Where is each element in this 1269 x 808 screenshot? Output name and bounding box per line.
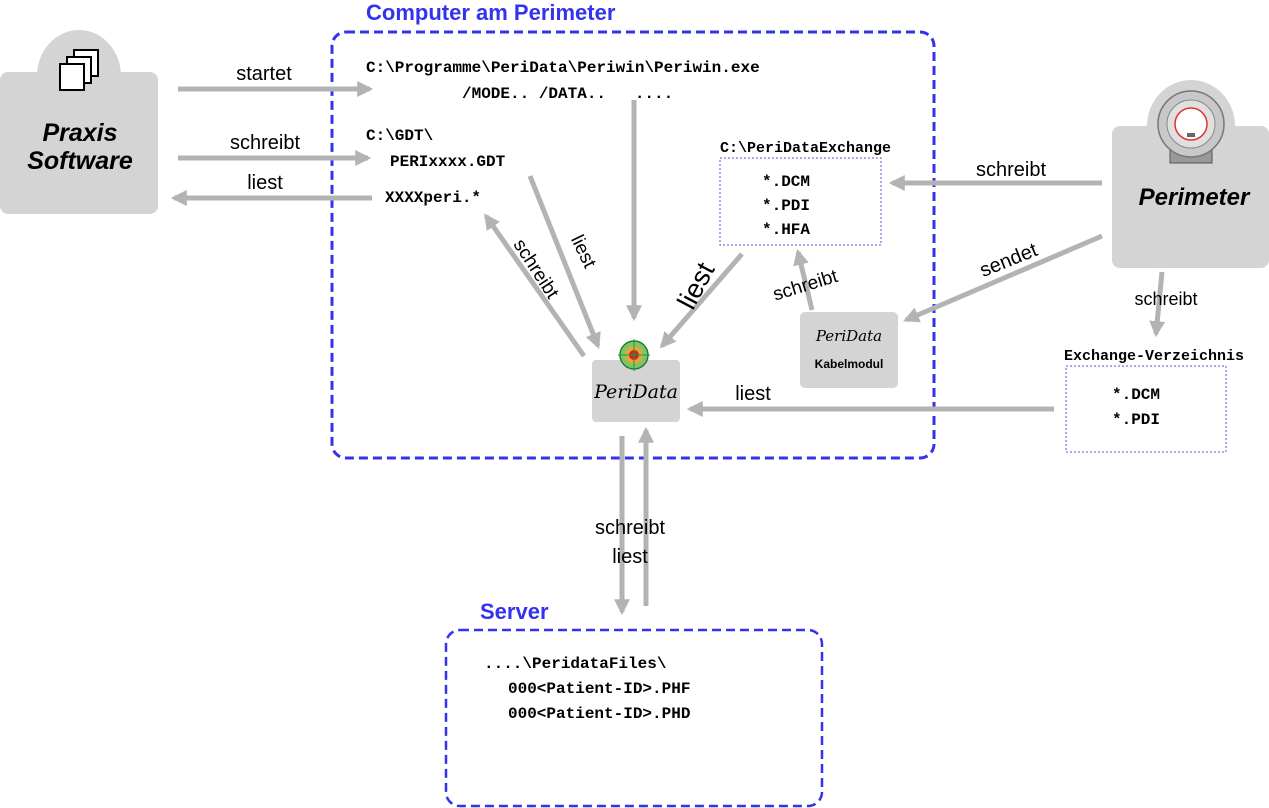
computer-title: Computer am Perimeter	[366, 0, 616, 25]
label-liest-exchdir: liest	[735, 383, 771, 405]
label-server-schreibt: schreibt	[595, 517, 665, 539]
label-schreibt-kabel: schreibt	[771, 266, 841, 306]
arrow-schreibt-kabel	[793, 248, 815, 311]
exchange-title: C:\PeriDataExchange	[720, 140, 891, 157]
perimeter-node: Perimeter	[1112, 80, 1269, 268]
server-path: ....\PeridataFiles\	[484, 655, 666, 673]
server-file-phf: 000<Patient-ID>.PHF	[508, 680, 690, 698]
exchdir-box	[1065, 365, 1227, 453]
label-schreibt-diag: schreibt	[509, 235, 563, 303]
kabelmodul-logo: PeriData	[815, 327, 882, 345]
arrow-schreibt-down	[1149, 271, 1166, 338]
praxis-label-line2: Software	[27, 147, 133, 175]
server-title: Server	[480, 599, 549, 624]
exchdir-title: Exchange-Verzeichnis	[1064, 348, 1244, 365]
gdt-dir: C:\GDT\	[366, 127, 433, 145]
exe-path: C:\Programme\PeriData\Periwin\Periwin.ex…	[366, 59, 760, 77]
arrow-sendet	[903, 233, 1103, 323]
arrow-liest-gdt	[527, 175, 601, 349]
gdt-return-file: XXXXperi.*	[385, 189, 481, 207]
server-file-phd: 000<Patient-ID>.PHD	[508, 705, 690, 723]
computer-frame	[330, 30, 936, 460]
kabelmodul-node: PeriData Kabelmodul	[800, 312, 898, 388]
perimeter-device-icon	[1157, 90, 1225, 164]
arrow-liest-exchange	[659, 252, 744, 349]
target-icon	[618, 339, 650, 371]
perimeter-label: Perimeter	[1139, 184, 1251, 211]
peridata-node: PeriData	[592, 339, 680, 422]
label-startet: startet	[236, 63, 292, 85]
exchdir-file-pdi: *.PDI	[1112, 411, 1160, 429]
gdt-file: PERIxxxx.GDT	[390, 153, 506, 171]
exe-params: /MODE.. /DATA.. ....	[462, 85, 673, 103]
server-frame	[444, 628, 824, 808]
windows-stack-icon	[59, 49, 99, 91]
exchange-file-dcm: *.DCM	[762, 173, 810, 191]
peridata-label: PeriData	[593, 381, 678, 403]
arrow-schreibt-return	[483, 213, 587, 358]
label-schreibt-perimeter: schreibt	[976, 159, 1046, 181]
praxis-software-node: Praxis Software	[0, 30, 158, 214]
praxis-label-line1: Praxis	[42, 119, 117, 147]
exchange-file-hfa: *.HFA	[762, 221, 810, 239]
label-praxis-schreibt: schreibt	[230, 132, 300, 154]
exchange-file-pdi: *.PDI	[762, 197, 810, 215]
label-praxis-liest: liest	[247, 172, 283, 194]
label-liest-diag: liest	[566, 232, 600, 272]
label-schreibt-down: schreibt	[1134, 289, 1197, 309]
label-server-liest: liest	[612, 546, 648, 568]
kabelmodul-label: Kabelmodul	[815, 357, 884, 371]
exchdir-file-dcm: *.DCM	[1112, 386, 1160, 404]
exchange-box	[719, 157, 882, 246]
